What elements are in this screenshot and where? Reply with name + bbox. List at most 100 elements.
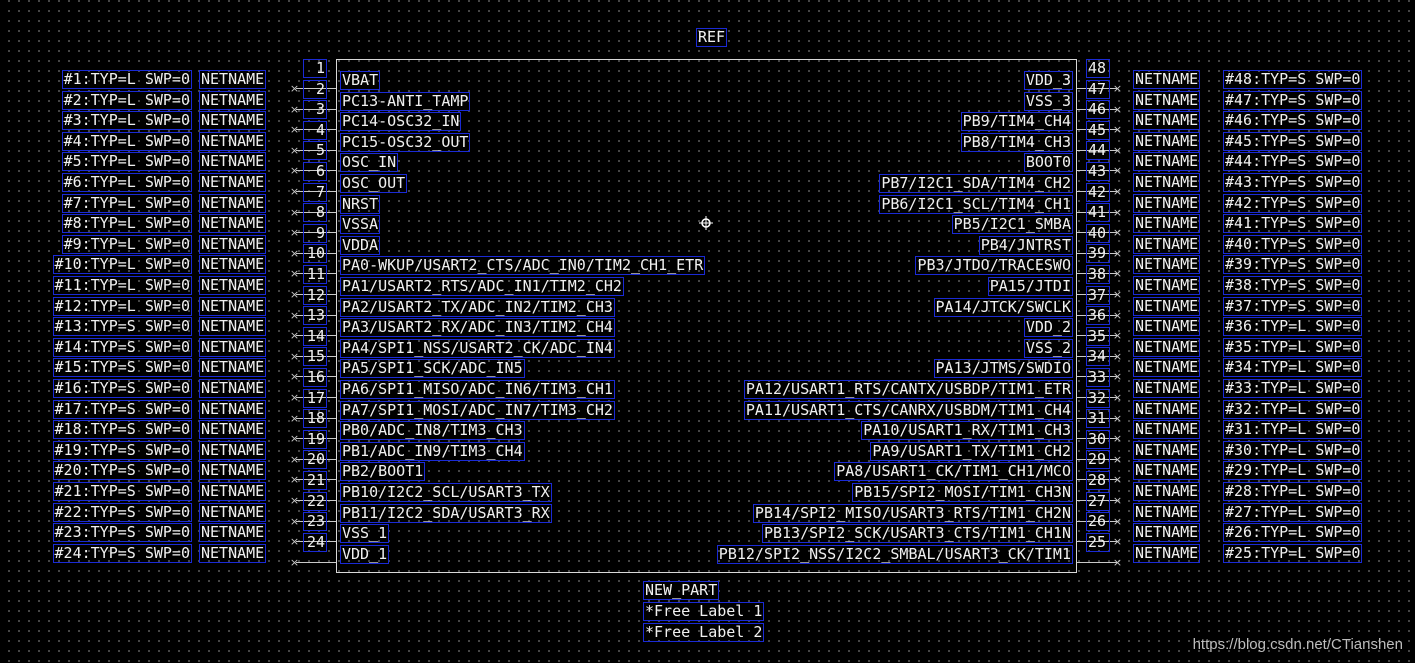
pin-number[interactable]: 33 [1086,368,1110,387]
pin-attribute-label[interactable]: #8:TYP=L SWP=0 [61,214,192,234]
pin-name[interactable]: PA14/JTCK/SWCLK [933,297,1073,317]
pin-number[interactable]: 46 [1086,100,1110,120]
net-name-label[interactable]: NETNAME [1133,214,1201,234]
net-name-label[interactable]: NETNAME [199,317,267,337]
ref-label[interactable]: REF [696,28,728,47]
net-name-label[interactable]: NETNAME [199,461,267,481]
net-name-label[interactable]: NETNAME [1133,90,1201,110]
pin-number[interactable]: 13 [303,306,327,326]
net-name-label[interactable]: NETNAME [199,358,267,378]
pin-name[interactable]: PA3/USART2_RX/ADC_IN3/TIM2_CH4 [340,318,615,338]
net-name-label[interactable]: NETNAME [199,111,267,131]
pin-number[interactable]: 41 [1086,203,1110,223]
net-name-label[interactable]: NETNAME [1133,523,1201,543]
pin-attribute-label[interactable]: #11:TYP=L SWP=0 [52,276,192,295]
pin-name[interactable]: PA2/USART2_TX/ADC_IN2/TIM2_CH3 [340,297,615,317]
pin-number[interactable]: 22 [303,491,327,511]
pin-number[interactable]: 12 [303,285,327,305]
pin-number[interactable]: 48 [1086,59,1110,78]
pin-name[interactable]: PB14/SPI2_MISO/USART3_RTS/TIM1_CH2N [752,503,1073,523]
pin-name[interactable]: PB1/ADC_IN9/TIM3_CH4 [340,441,525,461]
pin-name[interactable]: PB0/ADC_IN8/TIM3_CH3 [340,421,525,441]
pin-name[interactable]: PB12/SPI2_NSS/I2C2_SMBAL/USART3_CK/TIM1 [716,544,1073,564]
pin-number[interactable]: 17 [303,388,327,408]
pin-name[interactable]: VBAT [340,71,381,90]
pin-name[interactable]: PA7/SPI1_MOSI/ADC_IN7/TIM3_CH2 [340,400,615,420]
pin-number[interactable]: 31 [1086,409,1110,429]
pin-name[interactable]: PA13/JTMS/SWDIO [933,359,1073,379]
net-name-label[interactable]: NETNAME [199,214,267,234]
pin-name[interactable]: PB2/BOOT1 [340,462,426,482]
pin-name[interactable]: PA5/SPI1_SCK/ADC_IN5 [340,359,525,379]
pin-attribute-label[interactable]: #25:TYP=L SWP=0 [1223,543,1363,563]
pin-name[interactable]: PA12/USART1_RTS/CANTX/USBDP/TIM1_ETR [743,380,1073,399]
net-name-label[interactable]: NETNAME [199,173,267,192]
net-name-label[interactable]: NETNAME [199,234,267,254]
net-name-label[interactable]: NETNAME [1133,234,1201,254]
net-name-label[interactable]: NETNAME [1133,399,1201,419]
pin-name[interactable]: PB3/JTDO/TRACESWO [915,256,1073,276]
net-name-label[interactable]: NETNAME [199,440,267,460]
pin-number[interactable]: 1 [303,59,327,78]
net-name-label[interactable]: NETNAME [199,193,267,213]
pin-name[interactable]: NRST [340,194,381,214]
pin-number[interactable]: 20 [303,450,327,470]
net-name-label[interactable]: NETNAME [199,337,267,357]
pin-number[interactable]: 42 [1086,182,1110,202]
pin-number[interactable]: 3 [303,100,327,120]
pin-name[interactable]: PC15-OSC32_OUT [340,132,471,152]
net-name-label[interactable]: NETNAME [199,482,267,501]
pin-name[interactable]: PB7/I2C1_SDA/TIM4_CH2 [879,174,1073,193]
net-name-label[interactable]: NETNAME [199,255,267,275]
pin-number[interactable]: 37 [1086,285,1110,305]
part-label[interactable]: NEW_PART [643,581,720,600]
net-name-label[interactable]: NETNAME [1133,131,1201,151]
pin-attribute-label[interactable]: #3:TYP=L SWP=0 [61,111,192,131]
pin-number[interactable]: 44 [1086,141,1110,161]
pin-number[interactable]: 23 [303,512,327,532]
pin-name[interactable]: VSSA [340,215,381,235]
pin-attribute-label[interactable]: #35:TYP=L SWP=0 [1223,337,1363,357]
part-label[interactable]: *Free Label 2 [643,623,765,642]
pin-attribute-label[interactable]: #15:TYP=S SWP=0 [52,358,192,378]
pin-name[interactable]: VSS_3 [1023,91,1073,111]
pin-attribute-label[interactable]: #13:TYP=S SWP=0 [52,317,192,337]
pin-attribute-label[interactable]: #42:TYP=S SWP=0 [1223,193,1363,213]
pin-attribute-label[interactable]: #5:TYP=L SWP=0 [61,152,192,172]
net-name-label[interactable]: NETNAME [199,90,267,110]
pin-number[interactable]: 10 [303,244,327,264]
pin-number[interactable]: 47 [1086,79,1110,99]
pin-attribute-label[interactable]: #36:TYP=L SWP=0 [1223,317,1363,337]
pin-number[interactable]: 26 [1086,512,1110,532]
pin-number[interactable]: 9 [303,223,327,243]
pin-name[interactable]: PB5/I2C1_SMBA [951,215,1073,235]
net-name-label[interactable]: NETNAME [1133,152,1201,172]
pin-attribute-label[interactable]: #26:TYP=L SWP=0 [1223,523,1363,543]
pin-number[interactable]: 2 [303,79,327,99]
net-name-label[interactable]: NETNAME [199,276,267,295]
pin-name[interactable]: PA8/USART1_CK/TIM1_CH1/MCO [834,462,1073,482]
pin-number[interactable]: 8 [303,203,327,223]
pin-number[interactable]: 18 [303,409,327,429]
net-name-label[interactable]: NETNAME [199,379,267,398]
pin-name[interactable]: PB8/TIM4_CH3 [960,132,1073,152]
pin-number[interactable]: 7 [303,182,327,202]
pin-attribute-label[interactable]: #41:TYP=S SWP=0 [1223,214,1363,234]
pin-number[interactable]: 39 [1086,244,1110,264]
net-name-label[interactable]: NETNAME [199,420,267,440]
pin-attribute-label[interactable]: #4:TYP=L SWP=0 [61,131,192,151]
net-name-label[interactable]: NETNAME [199,296,267,316]
part-label[interactable]: *Free Label 1 [643,602,765,621]
pin-attribute-label[interactable]: #45:TYP=S SWP=0 [1223,131,1363,151]
pin-attribute-label[interactable]: #24:TYP=S SWP=0 [52,543,192,563]
pin-name[interactable]: OSC_OUT [340,174,408,193]
pin-name[interactable]: VDDA [340,235,381,255]
pin-name[interactable]: VDD_1 [340,544,390,564]
pin-attribute-label[interactable]: #21:TYP=S SWP=0 [52,482,192,501]
pin-name[interactable]: PB9/TIM4_CH4 [960,112,1073,132]
net-name-label[interactable]: NETNAME [199,502,267,522]
net-name-label[interactable]: NETNAME [1133,420,1201,440]
pin-attribute-label[interactable]: #12:TYP=L SWP=0 [52,296,192,316]
pin-name[interactable]: VDD_3 [1023,71,1073,90]
